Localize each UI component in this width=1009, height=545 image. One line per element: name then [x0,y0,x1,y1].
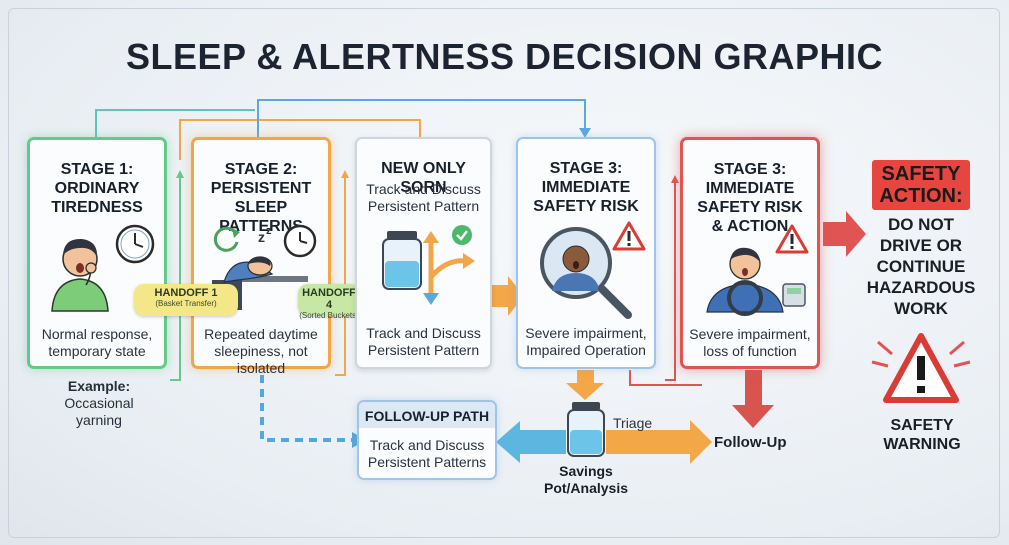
stage2-text-line1: Repeated daytime [204,326,318,342]
savings-text-line2: Pot/Analysis [543,480,629,496]
newonly-heading: NEW ONLY SORN [381,160,466,196]
connector-side-2 [335,175,346,376]
handoff4-sub: (Sorted Buckets) [299,311,359,320]
safety-warning-line2: WARNING [883,436,961,453]
clock-icon [283,224,317,258]
newonly-text-line1: Track and Discuss [366,325,481,341]
example-label: Example: [67,378,131,394]
stage3b-heading-line2: IMMEDIATE [705,180,795,197]
check-icon [452,225,472,245]
connector-side-1-head [176,170,184,178]
safety-text: DO NOT DRIVE OR CONTINUE HAZARDOUS WORK [856,214,986,319]
safety-text-line1: DO NOT [887,215,955,234]
stage3a-heading-line2: IMMEDIATE [541,179,631,196]
safety-action-box: SAFETY ACTION: [872,160,970,210]
stage3b-heading-line1: STAGE 3: [713,161,787,178]
safety-warning-label: SAFETY WARNING [870,416,974,454]
arrow-to-safety [823,211,866,257]
connector-side-3-head [671,175,679,183]
stage3b-text-line1: Severe impairment, [689,326,811,342]
stage2-heading-line1: STAGE 2: [224,161,298,178]
connector-side-1 [170,175,181,381]
yawning-person-icon [51,238,109,312]
driver-icon [706,247,806,316]
savings-label: Savings Pot/Analysis [536,463,636,497]
handoff1-badge: HANDOFF 1 (Basket Transfer) [134,284,238,316]
split-arrow-icon [423,231,475,305]
stage2-heading-line2: PERSISTENT [210,180,312,197]
page-title: SLEEP & ALERTNESS DECISION GRAPHIC [125,36,884,77]
connector-top-2 [179,119,421,160]
arrow-newonly-stage3 [490,276,524,316]
connector-stage3-followup [629,370,702,386]
jar-icon [382,231,422,290]
stage3a-heading-line3: SAFETY RISK [533,198,639,215]
followup-path-text-line2: Persistent Patterns [367,454,487,470]
svg-text:z: z [258,229,265,245]
dashed-followup-arrow [260,375,352,442]
triage-label: Triage [613,415,653,431]
outer-frame [8,8,1000,538]
refresh-icon [213,226,240,252]
stage3a-text-line2: Impaired Operation [526,342,646,358]
stage1-heading-line3: TIREDNESS [51,199,143,216]
safety-text-line4: HAZARDOUS [866,278,976,297]
safety-heading-line2: ACTION: [879,185,963,207]
savings-jar-icon [567,402,605,457]
followup-path-card: FOLLOW-UP PATH Track and Discuss Persist… [357,400,497,480]
safety-heading-line1: SAFETY [881,163,961,185]
arrow-stage3b-followup [732,370,774,428]
connector-top-3 [257,99,586,137]
handoff4-label: HANDOFF 4 [302,287,356,311]
svg-text:z: z [266,225,272,237]
handoff1-sub: (Basket Transfer) [155,299,217,308]
handoff1-label: HANDOFF 1 [154,287,218,299]
handoff4-badge: HANDOFF 4 (Sorted Buckets) [298,284,360,320]
safety-text-line2: DRIVE OR [879,236,963,255]
example-text-line2: yarning [76,412,122,428]
stage1-text-line2: temporary state [48,343,146,359]
warning-icon [775,224,809,254]
followup-path-heading: FOLLOW-UP PATH [364,408,490,424]
stage3-risk-card: STAGE 3: IMMEDIATE SAFETY RISK Severe im… [516,137,656,369]
stage2-heading-line3: SLEEP PATTERNS [219,199,303,235]
connector-side-2-head [341,170,349,178]
newonly-sub-line2: Persistent Pattern [367,198,480,214]
followup-path-text-line1: Track and Discuss [369,437,485,453]
magnifier-icon [540,227,632,319]
stage1-text-line1: Normal response, [41,326,153,342]
arrow-savings-followup-path [496,421,566,463]
example-text-line1: Occasional [64,395,134,411]
connector-top-3-head [579,128,591,138]
stage2-card: STAGE 2: PERSISTENT SLEEP PATTERNS z z R… [191,137,331,376]
stage1-card: STAGE 1: ORDINARY TIREDNESS Normal respo… [27,137,167,369]
example-block: Example: Occasional yarning [44,378,154,429]
stage3b-heading-line3: SAFETY RISK [697,199,803,216]
safety-text-line5: WORK [894,299,948,318]
stage1-heading-line2: ORDINARY [54,180,140,197]
newonly-card: NEW ONLY SORN Track and Discuss Persiste… [355,137,492,369]
connector-top-1 [95,109,255,137]
safety-warning-line1: SAFETY [890,417,954,434]
arrow-stage3-savings [566,370,604,400]
newonly-sub-line1: Track and Discuss [366,181,481,197]
stage2-text-line2: sleepiness, not isolated [214,343,308,376]
stage3-action-card: STAGE 3: IMMEDIATE SAFETY RISK & ACTION … [680,137,820,369]
stage3b-text-line2: loss of function [703,343,797,359]
stage3a-heading-line1: STAGE 3: [549,160,623,177]
stage3a-text-line1: Severe impairment, [525,325,647,341]
savings-text-line1: Savings [559,463,613,479]
newonly-text-line2: Persistent Pattern [367,342,480,358]
stage3b-heading-line4: & ACTION [711,218,789,235]
stage1-heading-line1: STAGE 1: [60,161,134,178]
safety-text-line3: CONTINUE [876,257,966,276]
connector-side-3 [665,180,676,381]
warning-icon [612,221,646,251]
arrow-savings-followup [606,420,712,464]
followup-label: Follow-Up [714,434,787,451]
clock-icon [115,224,155,264]
warning-triangle-icon [871,333,971,403]
